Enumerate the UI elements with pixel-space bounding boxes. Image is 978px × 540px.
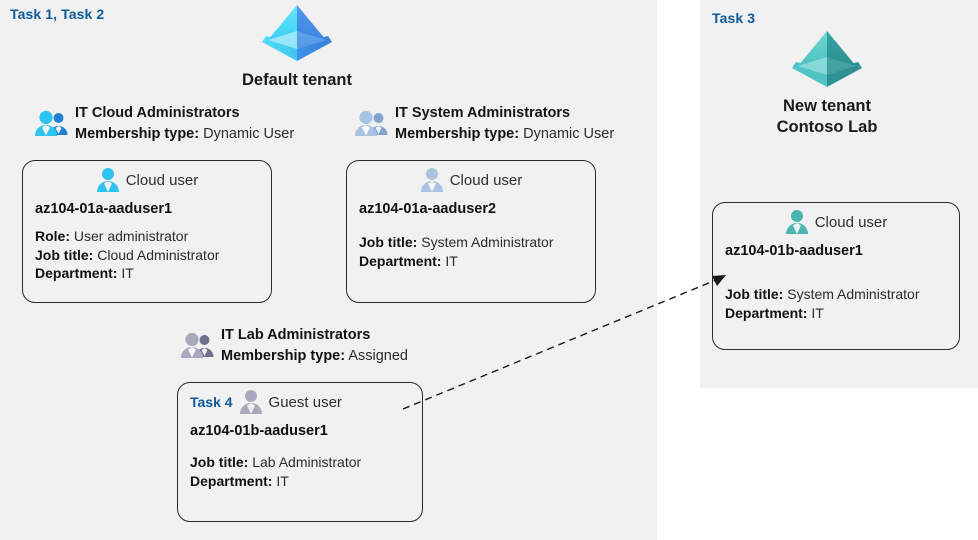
group-membership-label: Membership type: <box>221 347 346 364</box>
card-attr-row: Department: IT <box>359 252 595 271</box>
task-4-label: Task 4 <box>190 394 233 410</box>
group-it-cloud-administrators: IT Cloud Administrators Membership type:… <box>34 103 294 144</box>
attr-label: Job title: <box>725 286 784 302</box>
card-username: az104-01a-aaduser1 <box>35 201 173 217</box>
card-role-label: Cloud user <box>814 213 888 231</box>
card-attr-row: Department: IT <box>725 304 959 323</box>
attr-value: User administrator <box>73 228 189 244</box>
group-users-icon <box>35 110 68 136</box>
group-membership-label: Membership type: <box>75 125 200 142</box>
azure-ad-tenant-icon <box>792 31 862 87</box>
task-1-2-label: Task 1, Task 2 <box>10 6 105 22</box>
new-tenant-name-line2: Contoso Lab <box>776 118 878 137</box>
user-card-guest-az104-01b-aaduser1: Task 4 Guest user az104-01b-aaduser1 Job… <box>177 382 423 522</box>
task-1-2-panel <box>0 0 657 540</box>
card-attributes: Role: User administrator Job title: Clou… <box>23 217 271 283</box>
group-it-system-administrators: IT System Administrators Membership type… <box>354 103 614 144</box>
task-3-label: Task 3 <box>712 10 756 26</box>
user-card-az104-01a-aaduser2: Cloud user az104-01a-aaduser2 Job title:… <box>346 160 596 303</box>
attr-value: Lab Administrator <box>252 454 362 470</box>
card-header: Cloud user <box>23 161 271 193</box>
attr-value: IT <box>121 265 134 282</box>
attr-label: Role: <box>35 228 70 244</box>
guest-user-icon <box>239 390 262 414</box>
group-membership-label: Membership type: <box>395 125 520 142</box>
attr-value: IT <box>811 304 824 321</box>
card-username: az104-01b-aaduser1 <box>725 243 863 259</box>
card-attr-row: Job title: System Administrator <box>359 233 595 252</box>
group-it-lab-administrators: IT Lab Administrators Membership type: A… <box>180 325 408 366</box>
group-title: IT System Administrators <box>395 105 571 121</box>
group-membership-value: Assigned <box>348 347 408 364</box>
attr-value: IT <box>445 252 458 269</box>
new-tenant-block: New tenant Contoso Lab <box>762 28 892 138</box>
attr-label: Department: <box>190 472 273 489</box>
group-users-icon <box>355 110 388 136</box>
card-attr-row: Job title: Lab Administrator <box>190 453 422 472</box>
user-card-az104-01b-aaduser1-new-tenant: Cloud user az104-01b-aaduser1 Job title:… <box>712 202 960 350</box>
cloud-user-icon <box>420 168 443 192</box>
card-attr-row: Role: User administrator <box>35 227 271 246</box>
group-membership-value: Dynamic User <box>203 125 295 142</box>
attr-label: Job title: <box>190 454 249 470</box>
card-attr-row: Department: IT <box>35 264 271 283</box>
group-membership: Membership type: Dynamic User <box>395 124 614 145</box>
card-header: Cloud user <box>347 161 595 193</box>
card-attr-row: Job title: Cloud Administrator <box>35 246 271 265</box>
card-username: az104-01b-aaduser1 <box>190 423 328 439</box>
card-header: Task 4 Guest user <box>178 383 422 415</box>
card-attributes: Job title: Lab Administrator Department:… <box>178 439 422 490</box>
card-role-label: Guest user <box>268 393 342 411</box>
group-title: IT Cloud Administrators <box>75 105 240 121</box>
attr-value: System Administrator <box>421 234 554 250</box>
attr-label: Department: <box>35 265 118 282</box>
card-attributes: Job title: System Administrator Departme… <box>347 217 595 270</box>
group-membership: Membership type: Dynamic User <box>75 124 294 145</box>
card-attr-row: Department: IT <box>190 472 422 491</box>
card-attributes: Job title: System Administrator Departme… <box>713 259 959 322</box>
attr-value: System Administrator <box>787 286 920 302</box>
default-tenant-block: Default tenant <box>232 2 362 91</box>
default-tenant-name: Default tenant <box>241 71 352 89</box>
group-membership: Membership type: Assigned <box>221 346 408 367</box>
cloud-user-icon <box>96 168 119 192</box>
group-title: IT Lab Administrators <box>221 327 371 343</box>
card-role-label: Cloud user <box>449 171 523 189</box>
card-username: az104-01a-aaduser2 <box>359 201 497 217</box>
attr-value: Cloud Administrator <box>97 246 220 263</box>
user-card-az104-01a-aaduser1: Cloud user az104-01a-aaduser1 Role: User… <box>22 160 272 303</box>
attr-label: Department: <box>359 252 442 269</box>
group-membership-value: Dynamic User <box>523 125 615 142</box>
attr-label: Job title: <box>359 234 418 250</box>
card-role-label: Cloud user <box>125 171 199 189</box>
azure-ad-tenant-icon <box>262 5 332 61</box>
attr-value: IT <box>276 472 289 489</box>
card-attr-row: Job title: System Administrator <box>725 285 959 304</box>
new-tenant-name-line1: New tenant <box>782 97 871 115</box>
cloud-user-icon <box>785 210 808 234</box>
group-users-icon <box>181 332 214 358</box>
attr-label: Department: <box>725 304 808 321</box>
attr-label: Job title: <box>35 246 94 263</box>
card-header: Cloud user <box>713 203 959 235</box>
